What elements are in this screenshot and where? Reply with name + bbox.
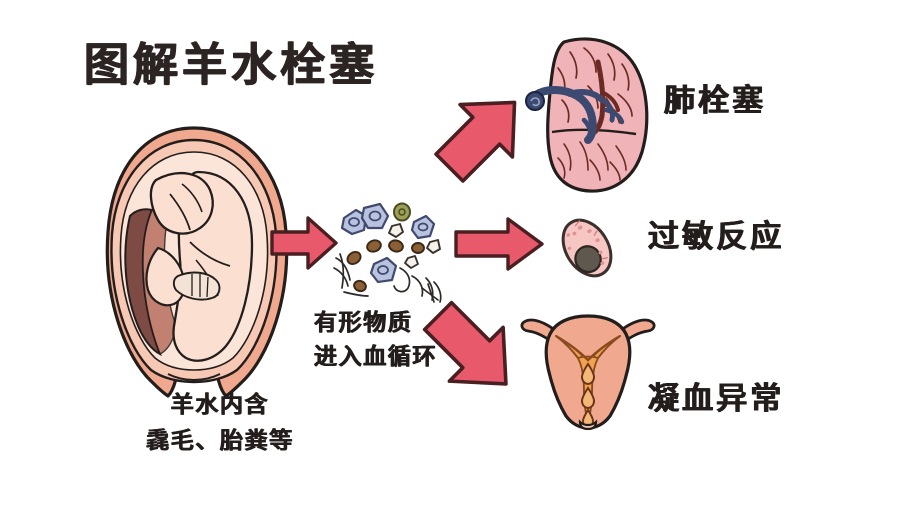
debris-caption-line2: 进入血循环 xyxy=(314,344,438,371)
debris-caption-line1: 有形物质 xyxy=(314,310,413,336)
debris-caption: 有形物质 进入血循环 xyxy=(314,310,437,371)
arrow-debris-to-allergy xyxy=(454,217,544,271)
uterus-bleeding-illustration xyxy=(520,314,656,430)
pregnant-uterus-illustration xyxy=(105,126,289,398)
source-caption-line2: 毳毛、胎粪等 xyxy=(146,428,294,455)
source-caption-line1: 羊水内含 xyxy=(170,392,270,418)
page-title: 图解羊水栓塞 xyxy=(84,38,379,91)
source-caption: 羊水内含 毳毛、胎粪等 xyxy=(100,392,340,455)
outcome-label-coagulation-abnormality: 凝血异常 xyxy=(648,381,785,417)
lung-illustration xyxy=(525,37,649,193)
arrow-uterus-to-debris xyxy=(270,216,338,270)
amniotic-debris-cluster xyxy=(333,202,442,303)
mast-cell-illustration xyxy=(561,218,613,278)
outcome-label-allergic-reaction: 过敏反应 xyxy=(648,219,785,255)
arrow-debris-to-coagulation xyxy=(422,300,508,386)
arrow-debris-to-lung xyxy=(434,100,517,183)
outcome-label-pulmonary-embolism: 肺栓塞 xyxy=(664,83,767,119)
